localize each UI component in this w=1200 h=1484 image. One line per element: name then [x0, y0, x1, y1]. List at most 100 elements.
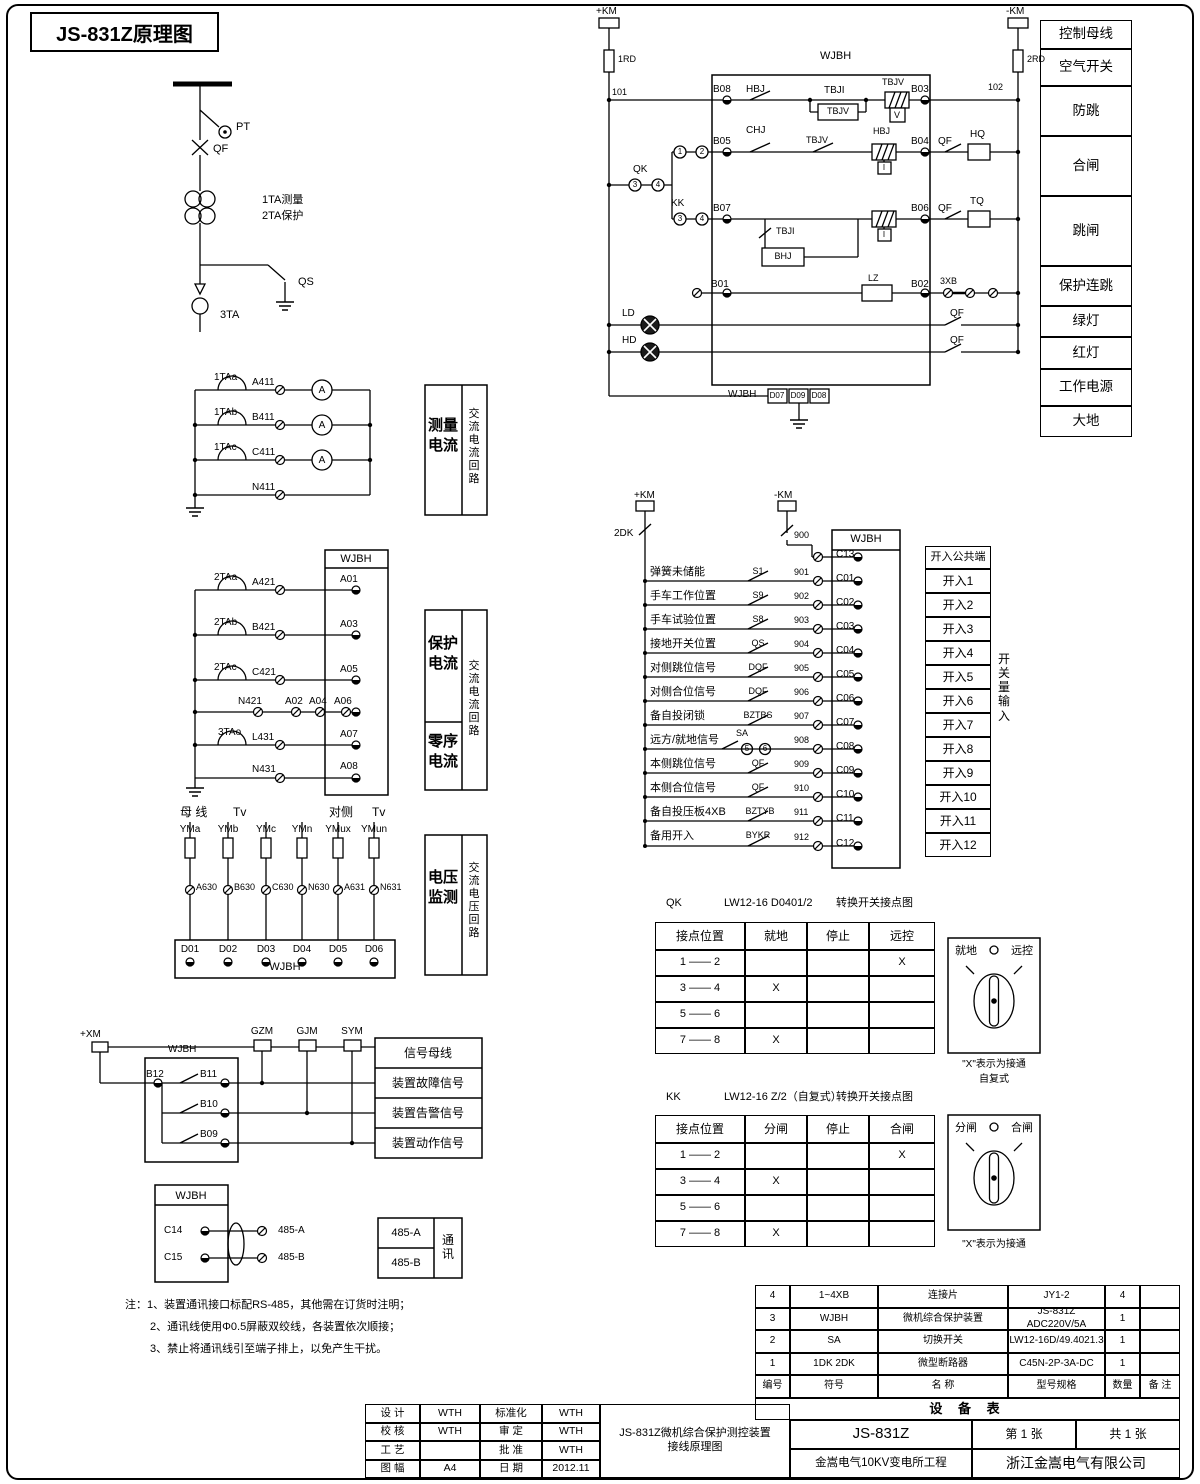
box-485b: 485-B [391, 1257, 421, 1269]
term-d07: D07 [769, 391, 785, 400]
note-1: 注：1、装置通讯接口标配RS-485，其他需在订货时注明； [125, 1299, 411, 1311]
page-title-box: JS-831Z原理图 [30, 12, 219, 52]
kk-pos-1: 3 —— 4 [655, 1169, 745, 1195]
wjbh-ctrl: WJBH [820, 50, 852, 62]
junction-dot [643, 771, 647, 775]
qk-pos-2: 5 —— 6 [655, 1002, 745, 1028]
equip-r4-c1: 符号 [790, 1375, 878, 1398]
equip-r4-c0: 编号 [755, 1375, 790, 1398]
qk-mark-3-2 [869, 1028, 935, 1054]
note-2: 2、通讯线使用Φ0.5屏蔽双绞线，各装置依次顺接； [150, 1321, 401, 1333]
di-contact-dqf1: DQF [748, 662, 768, 672]
junction-dot [643, 747, 647, 751]
fuse-1rd-label: 1RD [618, 54, 637, 64]
wire-n411: N411 [252, 482, 276, 493]
di-contact-s1: S1 [752, 566, 764, 576]
ct-2ta-label: 2TA保护 [262, 210, 304, 222]
tb-field-r2-c1 [420, 1441, 480, 1460]
term-a03: A03 [340, 619, 358, 630]
sa-pin6: 6 [762, 744, 768, 753]
di-contact-qf1: QF [751, 758, 765, 768]
box-voltage-monitor: 电压 监测 [427, 869, 459, 906]
function-9: 工作电源 [1040, 369, 1132, 406]
kk-dial-right: 合闸 [1011, 1122, 1033, 1134]
di-input-3: 开入3 [925, 617, 991, 641]
wire-910: 910 [794, 783, 810, 793]
opp-tv: Tv [372, 805, 386, 819]
kk-mark-0-2: X [869, 1143, 935, 1169]
term-d01: D01 [180, 944, 200, 955]
di-input-12: 开入12 [925, 833, 991, 857]
di-contact-dqf2: DQF [748, 686, 768, 696]
term-d03: D03 [256, 944, 276, 955]
contact-qf-hd: QF [950, 335, 964, 346]
equip-r4-c4: 数量 [1105, 1375, 1140, 1398]
tb-model: JS-831Z [790, 1420, 972, 1449]
qk-mark-2-0 [745, 1002, 807, 1028]
term-a08: A08 [340, 761, 358, 772]
box-i-2: I [882, 230, 886, 239]
equip-r2-c3: LW12-16D/49.4021.3 [1008, 1330, 1105, 1353]
di-input-1: 开入1 [925, 569, 991, 593]
protect-current-wires [194, 575, 352, 788]
equip-r0-c0: 4 [755, 1285, 790, 1308]
kk-mark-2-0 [745, 1195, 807, 1221]
di-label-4: 接地开关位置 [650, 638, 716, 650]
di-label-10: 本侧合位信号 [650, 782, 716, 794]
wire-907: 907 [794, 711, 810, 721]
junction-dot [643, 651, 647, 655]
gjm-label: GJM [296, 1026, 318, 1037]
junction-dot [304, 1110, 310, 1116]
wire-906: 906 [794, 687, 810, 697]
junction-dot [367, 422, 373, 428]
comm-wires [209, 1230, 257, 1259]
wire-l431: L431 [252, 732, 275, 743]
di-label-7: 备自投闭锁 [650, 710, 705, 722]
di-contacts [721, 570, 769, 847]
ct-1tac: 1TAc [214, 442, 237, 453]
function-3: 防跳 [1040, 86, 1132, 136]
ct-1tab: 1TAb [214, 407, 238, 418]
note-3: 3、禁止将通讯线引至端子排上，以免产生干扰。 [150, 1343, 388, 1355]
term-c07: C07 [836, 717, 855, 728]
wjbh-voltage: WJBH [269, 961, 301, 973]
junction-dot [1015, 97, 1021, 103]
di-input-10: 开入10 [925, 785, 991, 809]
qk-mark-3-0: X [745, 1028, 807, 1054]
di-input-9: 开入9 [925, 761, 991, 785]
kk-dial-left: 分闸 [955, 1122, 977, 1134]
qk-header-2: 停止 [807, 922, 869, 950]
di-contact-sa: SA [735, 728, 749, 738]
page-border [6, 4, 1194, 1480]
kk-pos-3: 7 —— 8 [655, 1221, 745, 1247]
di-common-cell: 开入公共端 [925, 546, 991, 569]
junction-dot [863, 97, 869, 103]
term-b01: B01 [711, 279, 729, 290]
di-vertical-label: 开关量输入 [997, 652, 1010, 723]
junction-dot [606, 349, 612, 355]
lamp-hd-label: HD [622, 335, 637, 346]
equip-r3-c3: C45N-2P-3A-DC [1008, 1352, 1105, 1375]
term-d04: D04 [292, 944, 312, 955]
link-3xb: 3XB [940, 276, 958, 286]
ct-1ta-label: 1TA测量 [262, 194, 304, 206]
wire-b421: B421 [252, 622, 276, 633]
term-c05: C05 [836, 669, 855, 680]
wjbh-comm: WJBH [175, 1190, 207, 1202]
voltage-wires [189, 822, 375, 940]
kk-mark-1-0: X [745, 1169, 807, 1195]
di-contact-bztbs: BZTBS [743, 710, 773, 720]
equip-r2-c0: 2 [755, 1330, 790, 1353]
tb-field-r2-c2: 批 准 [480, 1441, 542, 1460]
ct-2taa: 2TAa [214, 572, 238, 583]
label-fault-signal: 装置故障信号 [391, 1076, 465, 1090]
kk-mark-1-1 [807, 1169, 869, 1195]
di-label-8: 远方/就地信号 [650, 734, 720, 746]
wire-b630: B630 [234, 882, 256, 892]
qk-pos-0: 1 —— 2 [655, 950, 745, 976]
coil-tbjv: TBJV [882, 77, 905, 87]
sa-pin5: 5 [744, 744, 750, 753]
coil-bhj: BHJ [774, 251, 792, 261]
term-c01: C01 [836, 573, 855, 584]
fuse-2rd-label: 2RD [1027, 54, 1046, 64]
